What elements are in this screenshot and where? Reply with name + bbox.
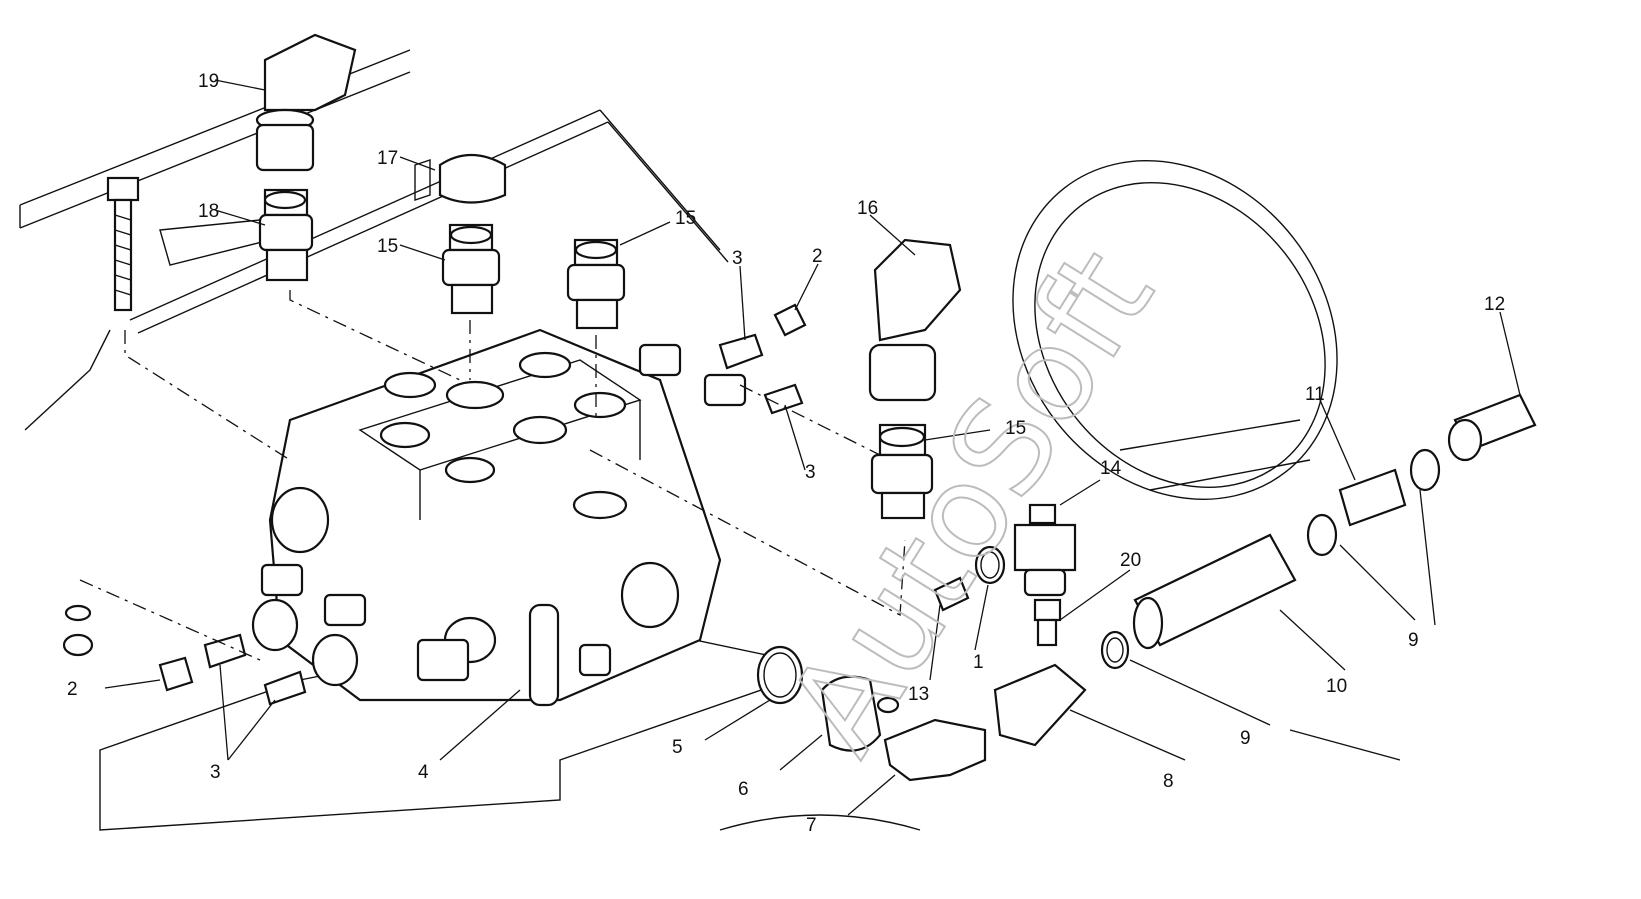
callout-labels: 19 18 17 15 15 3 2 16 3 15 14 20 1 13 11… <box>67 71 1505 836</box>
callout-2b: 2 <box>67 679 78 700</box>
leader-lines <box>104 79 1521 816</box>
callout-18: 18 <box>198 201 219 222</box>
fittings-bottom <box>756 630 1130 782</box>
callout-15c: 15 <box>1005 418 1026 439</box>
fittings-center <box>868 238 962 520</box>
callout-3c: 3 <box>210 762 221 783</box>
fittings-right <box>1132 393 1537 650</box>
callout-12: 12 <box>1484 294 1505 315</box>
plugs-right <box>718 303 807 415</box>
callout-1: 1 <box>973 652 984 673</box>
callout-20: 20 <box>1120 550 1141 571</box>
plugs-left <box>62 604 307 706</box>
callout-9a: 9 <box>1408 630 1419 651</box>
callout-15a: 15 <box>377 236 398 257</box>
callout-14: 14 <box>1100 458 1122 479</box>
bolt <box>106 176 140 312</box>
callout-5: 5 <box>672 737 683 758</box>
callout-3b: 3 <box>805 462 816 483</box>
fittings-valve <box>933 503 1077 647</box>
callout-2a: 2 <box>812 246 823 267</box>
callout-3a: 3 <box>732 248 743 269</box>
watermark: AutoSoft <box>758 224 1183 778</box>
callout-13: 13 <box>908 684 929 705</box>
callout-8: 8 <box>1163 771 1174 792</box>
callout-11: 11 <box>1305 384 1325 405</box>
assembly-lines <box>79 290 906 661</box>
pump-body <box>268 328 722 702</box>
callout-16: 16 <box>857 198 878 219</box>
callout-4: 4 <box>418 762 429 783</box>
callout-9b: 9 <box>1240 728 1251 749</box>
belt-guard <box>1012 160 1338 500</box>
callout-7: 7 <box>806 815 817 836</box>
callout-17: 17 <box>377 148 398 169</box>
callout-15b: 15 <box>675 208 696 229</box>
fittings-top <box>255 33 626 330</box>
callout-19: 19 <box>198 71 219 92</box>
callout-6: 6 <box>738 779 749 800</box>
pump-fittings <box>251 343 747 707</box>
callout-10: 10 <box>1326 676 1347 697</box>
